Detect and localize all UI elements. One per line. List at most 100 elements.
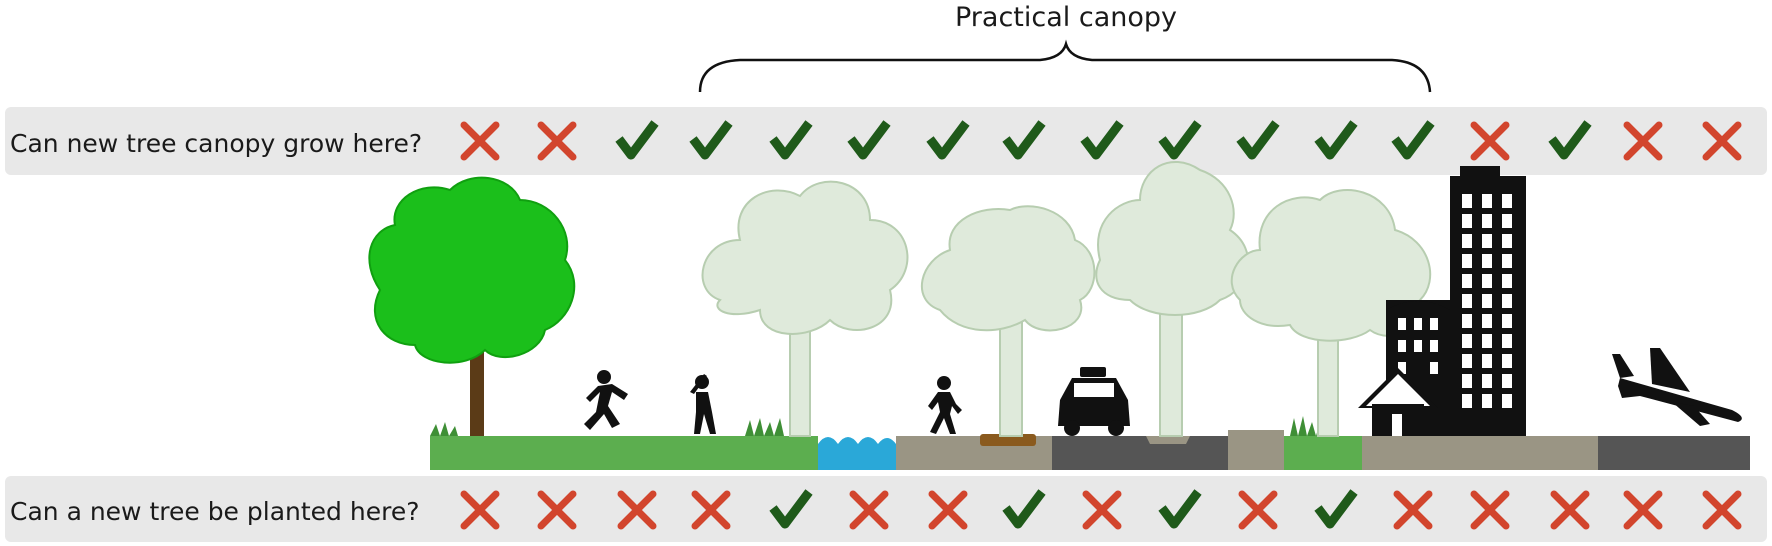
no-cross-icon bbox=[537, 121, 577, 161]
taxi-icon bbox=[1058, 367, 1130, 436]
skyscraper-window bbox=[1462, 254, 1472, 268]
yes-check-icon bbox=[1391, 120, 1435, 160]
skyscraper-window bbox=[1482, 354, 1492, 368]
no-cross-icon bbox=[1082, 490, 1122, 530]
skyscraper-window bbox=[1462, 354, 1472, 368]
canopy-row-band bbox=[5, 107, 1767, 175]
yes-check-icon bbox=[1548, 120, 1592, 160]
yes-check-icon bbox=[769, 489, 813, 529]
road-ground bbox=[1052, 436, 1228, 470]
no-cross-icon bbox=[1393, 490, 1433, 530]
grass-tufts bbox=[430, 416, 1325, 436]
no-cross-icon bbox=[1702, 121, 1742, 161]
batter-icon bbox=[690, 374, 716, 434]
skyscraper-window bbox=[1462, 234, 1472, 248]
skyscraper-window bbox=[1502, 274, 1512, 288]
yes-check-icon bbox=[1002, 489, 1046, 529]
planting-row: Can a new tree be planted here? bbox=[5, 476, 1767, 542]
yes-check-icon bbox=[1236, 120, 1280, 160]
no-cross-icon bbox=[460, 121, 500, 161]
skyscraper-window bbox=[1482, 274, 1492, 288]
skyscraper-window bbox=[1482, 374, 1492, 388]
skyscraper-window bbox=[1482, 314, 1492, 328]
skyscraper-window bbox=[1502, 194, 1512, 208]
yes-check-icon bbox=[1158, 120, 1202, 160]
water-ground bbox=[818, 444, 896, 470]
no-cross-icon bbox=[849, 490, 889, 530]
no-cross-icon bbox=[537, 490, 577, 530]
yes-check-icon bbox=[769, 120, 813, 160]
no-cross-icon bbox=[460, 490, 500, 530]
canopy-row-question: Can new tree canopy grow here? bbox=[10, 129, 422, 158]
yes-check-icon bbox=[689, 120, 733, 160]
airplane-icon bbox=[1612, 348, 1742, 426]
skyscraper-window bbox=[1482, 234, 1492, 248]
potential-tree-3 bbox=[1095, 160, 1249, 437]
skyscraper-window bbox=[1482, 194, 1492, 208]
runner-icon bbox=[584, 370, 628, 430]
no-cross-icon bbox=[1702, 490, 1742, 530]
skyscraper-window bbox=[1482, 294, 1492, 308]
planting-row-marks bbox=[460, 489, 1742, 530]
skyscraper-window bbox=[1462, 334, 1472, 348]
median-grass bbox=[1284, 436, 1362, 470]
skyscraper-window bbox=[1502, 314, 1512, 328]
skyscraper-window bbox=[1462, 194, 1472, 208]
skyscraper-window bbox=[1502, 254, 1512, 268]
runway-ground bbox=[1598, 436, 1750, 470]
tree-well-icon bbox=[1146, 436, 1190, 444]
canopy-row-marks bbox=[460, 120, 1742, 161]
no-cross-icon bbox=[928, 490, 968, 530]
skyscraper-window bbox=[1502, 294, 1512, 308]
yes-check-icon bbox=[1158, 489, 1202, 529]
potential-tree-1 bbox=[701, 180, 909, 437]
skyscraper-window bbox=[1502, 214, 1512, 228]
no-cross-icon bbox=[1238, 490, 1278, 530]
no-cross-icon bbox=[617, 490, 657, 530]
ground-strip bbox=[430, 416, 1750, 470]
skyscraper-window bbox=[1462, 374, 1472, 388]
yes-check-icon bbox=[1314, 489, 1358, 529]
no-cross-icon bbox=[1470, 121, 1510, 161]
potential-trees bbox=[701, 160, 1432, 437]
house-icon bbox=[1358, 368, 1438, 436]
yes-check-icon bbox=[1314, 120, 1358, 160]
skyscraper-window bbox=[1502, 334, 1512, 348]
skyscraper-window bbox=[1482, 334, 1492, 348]
skyscraper-window bbox=[1482, 214, 1492, 228]
yes-check-icon bbox=[1080, 120, 1124, 160]
no-cross-icon bbox=[1550, 490, 1590, 530]
existing-tree-icon bbox=[368, 176, 576, 436]
skyscraper-window bbox=[1462, 294, 1472, 308]
skyscraper-window bbox=[1502, 374, 1512, 388]
pedestrian-icon bbox=[928, 376, 962, 434]
sidewalk-ground-2 bbox=[1228, 430, 1284, 470]
skyscraper-window bbox=[1462, 314, 1472, 328]
practical-canopy-bracket: Practical canopy bbox=[698, 2, 1432, 93]
potential-tree-2 bbox=[921, 205, 1096, 437]
skyscraper-window bbox=[1482, 254, 1492, 268]
canopy-row: Can new tree canopy grow here? bbox=[5, 107, 1767, 175]
skyscraper-window bbox=[1502, 354, 1512, 368]
skyscraper-window bbox=[1462, 214, 1472, 228]
yes-check-icon bbox=[615, 120, 659, 160]
no-cross-icon bbox=[691, 490, 731, 530]
skyscraper-icon bbox=[1450, 166, 1526, 436]
planting-row-question: Can a new tree be planted here? bbox=[10, 497, 419, 526]
practical-canopy-label: Practical canopy bbox=[955, 2, 1177, 33]
skyscraper-window bbox=[1502, 234, 1512, 248]
skyscraper-window bbox=[1482, 394, 1492, 408]
yes-check-icon bbox=[926, 120, 970, 160]
sidewalk-ground-3 bbox=[1362, 436, 1598, 470]
skyscraper-window bbox=[1462, 394, 1472, 408]
potential-tree-4 bbox=[1230, 189, 1432, 437]
grass-ground bbox=[430, 436, 818, 470]
yes-check-icon bbox=[1002, 120, 1046, 160]
yes-check-icon bbox=[847, 120, 891, 160]
no-cross-icon bbox=[1623, 490, 1663, 530]
water-icon bbox=[818, 437, 896, 444]
no-cross-icon bbox=[1470, 490, 1510, 530]
skyscraper-window bbox=[1462, 274, 1472, 288]
skyscraper-window bbox=[1502, 394, 1512, 408]
